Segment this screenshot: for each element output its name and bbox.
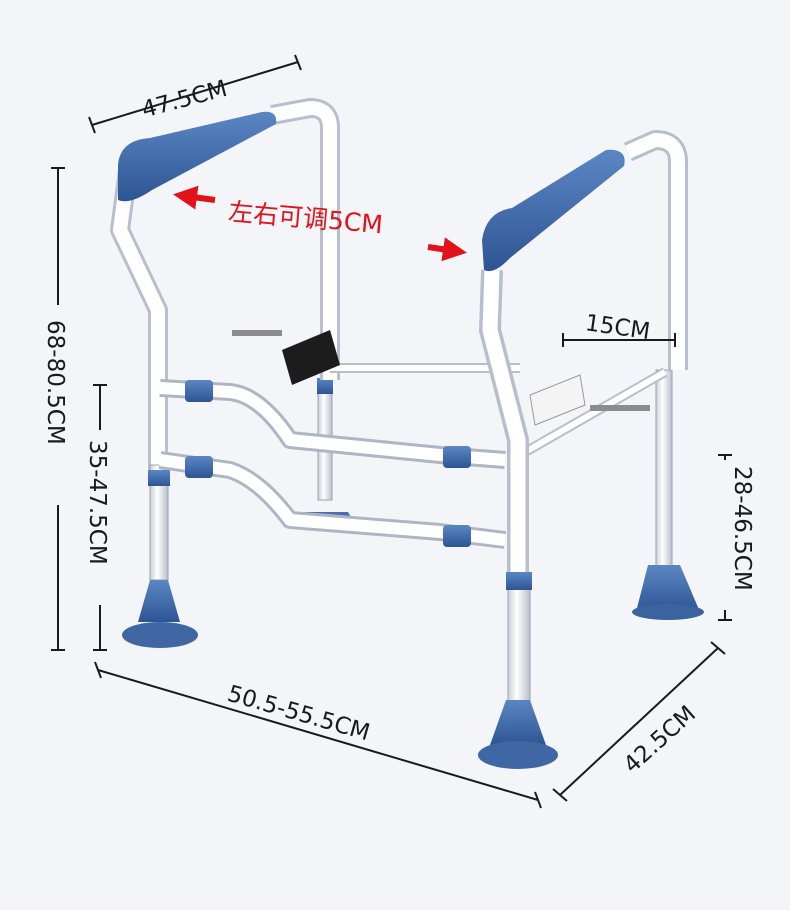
total-height-label: 68-80.5CM <box>42 320 68 445</box>
crossbars <box>158 363 668 549</box>
right-red-arrow <box>427 237 467 262</box>
top-width-label: 47.5CM <box>139 76 230 124</box>
right-frame <box>478 130 688 769</box>
arm-height-label: 35-47.5CM <box>84 440 110 565</box>
depth-label: 42.5CM <box>619 701 701 779</box>
adjust-note: 左右可调5CM <box>227 197 384 239</box>
left-red-arrow <box>173 185 216 210</box>
back-pads <box>232 330 650 426</box>
leg-height-label: 28-46.5CM <box>729 466 755 591</box>
left-frame <box>110 98 340 648</box>
frame-back-legs <box>296 369 704 620</box>
